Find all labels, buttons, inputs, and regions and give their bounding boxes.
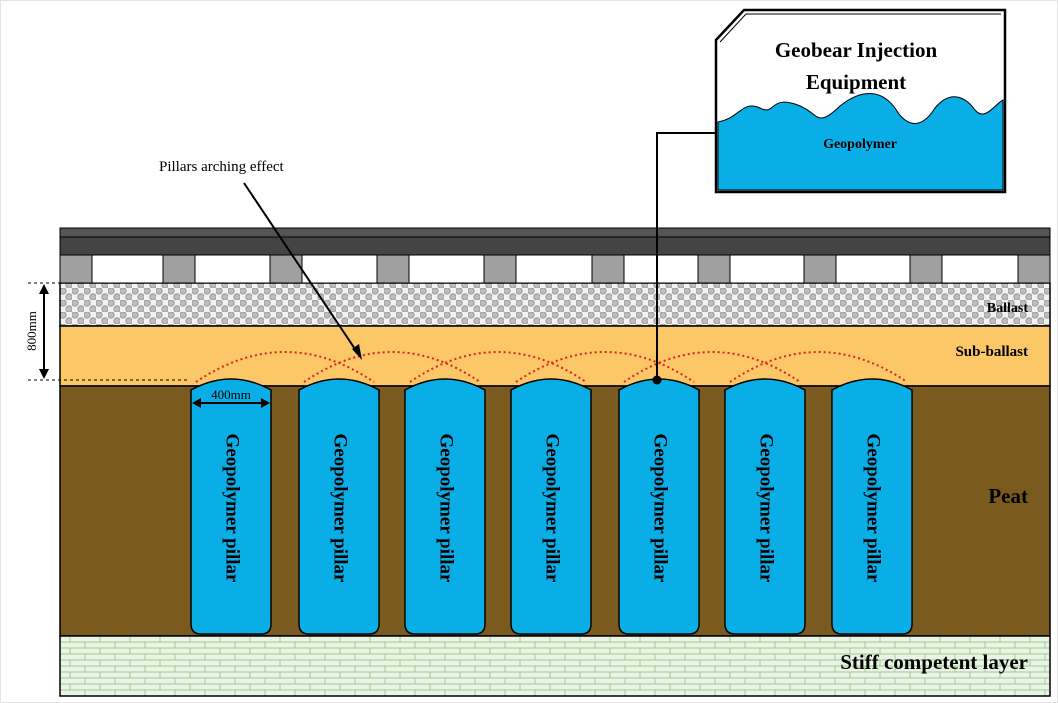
stiff-layer-label: Stiff competent layer bbox=[840, 650, 1028, 674]
geopolymer-pillar bbox=[190, 378, 272, 635]
arch-curve bbox=[303, 351, 481, 383]
ballast-label: Ballast bbox=[987, 301, 1029, 316]
equipment-title-line1: Geobear Injection bbox=[775, 38, 938, 62]
dim-800-label: 800mm bbox=[24, 311, 39, 351]
sleeper bbox=[909, 254, 943, 284]
geopolymer-pillar bbox=[404, 378, 486, 635]
dim-400-arrow-right bbox=[261, 398, 270, 408]
peat-label: Peat bbox=[988, 484, 1028, 508]
sleeper-band bbox=[59, 254, 1051, 284]
arch-curve bbox=[515, 351, 695, 383]
dim-400-arrow-left bbox=[192, 398, 201, 408]
arch-curve bbox=[623, 351, 801, 383]
sleeper bbox=[697, 254, 731, 284]
sleeper bbox=[1017, 254, 1051, 284]
pillar-label: Geopolymer pillar bbox=[650, 434, 671, 584]
pillar-label: Geopolymer pillar bbox=[756, 434, 777, 584]
arching-arrow-head bbox=[352, 344, 362, 360]
pillar-label: Geopolymer pillar bbox=[542, 434, 563, 584]
sleeper bbox=[59, 254, 93, 284]
arching-arrow-line bbox=[243, 182, 358, 353]
ballast-layer bbox=[59, 282, 1051, 327]
sleeper bbox=[591, 254, 625, 284]
stiff-layer bbox=[59, 635, 1051, 697]
equipment-box-inner bbox=[719, 13, 1001, 43]
sleeper bbox=[376, 254, 410, 284]
sleeper bbox=[483, 254, 517, 284]
geopolymer-pillar bbox=[510, 378, 592, 635]
equipment-material-label: Geopolymer bbox=[823, 137, 897, 152]
geopolymer-pillar bbox=[831, 378, 913, 635]
sleeper bbox=[269, 254, 303, 284]
arching-lines bbox=[195, 351, 908, 383]
pillar-label: Geopolymer pillar bbox=[330, 434, 351, 584]
dim-800-arrow-top bbox=[39, 284, 49, 294]
pillar-label: Geopolymer pillar bbox=[222, 434, 243, 584]
sleeper bbox=[803, 254, 837, 284]
geopolymer-fluid bbox=[717, 93, 1004, 191]
arching-annotation: Pillars arching effect bbox=[159, 159, 285, 175]
sub-ballast-label: Sub-ballast bbox=[955, 344, 1028, 360]
geopolymer-pillar bbox=[724, 378, 806, 635]
arch-curve bbox=[729, 351, 908, 383]
sleeper bbox=[162, 254, 196, 284]
arch-curve bbox=[195, 351, 375, 383]
injection-point bbox=[652, 375, 662, 385]
pillar-label: Geopolymer pillar bbox=[863, 434, 884, 584]
dim-800-arrow-bottom bbox=[39, 369, 49, 379]
rail-top bbox=[59, 227, 1051, 238]
geopolymer-pillar bbox=[298, 378, 380, 635]
dim-400-label: 400mm bbox=[211, 387, 251, 402]
pillar-label: Geopolymer pillar bbox=[436, 434, 457, 584]
arch-curve bbox=[409, 351, 587, 383]
rail-base bbox=[59, 236, 1051, 256]
pillars-group: Geopolymer pillar Geopolymer pillar Geopol… bbox=[190, 378, 913, 635]
sub-ballast-layer bbox=[59, 325, 1051, 387]
injection-line bbox=[656, 132, 716, 380]
equipment-title-line2: Equipment bbox=[806, 70, 906, 94]
